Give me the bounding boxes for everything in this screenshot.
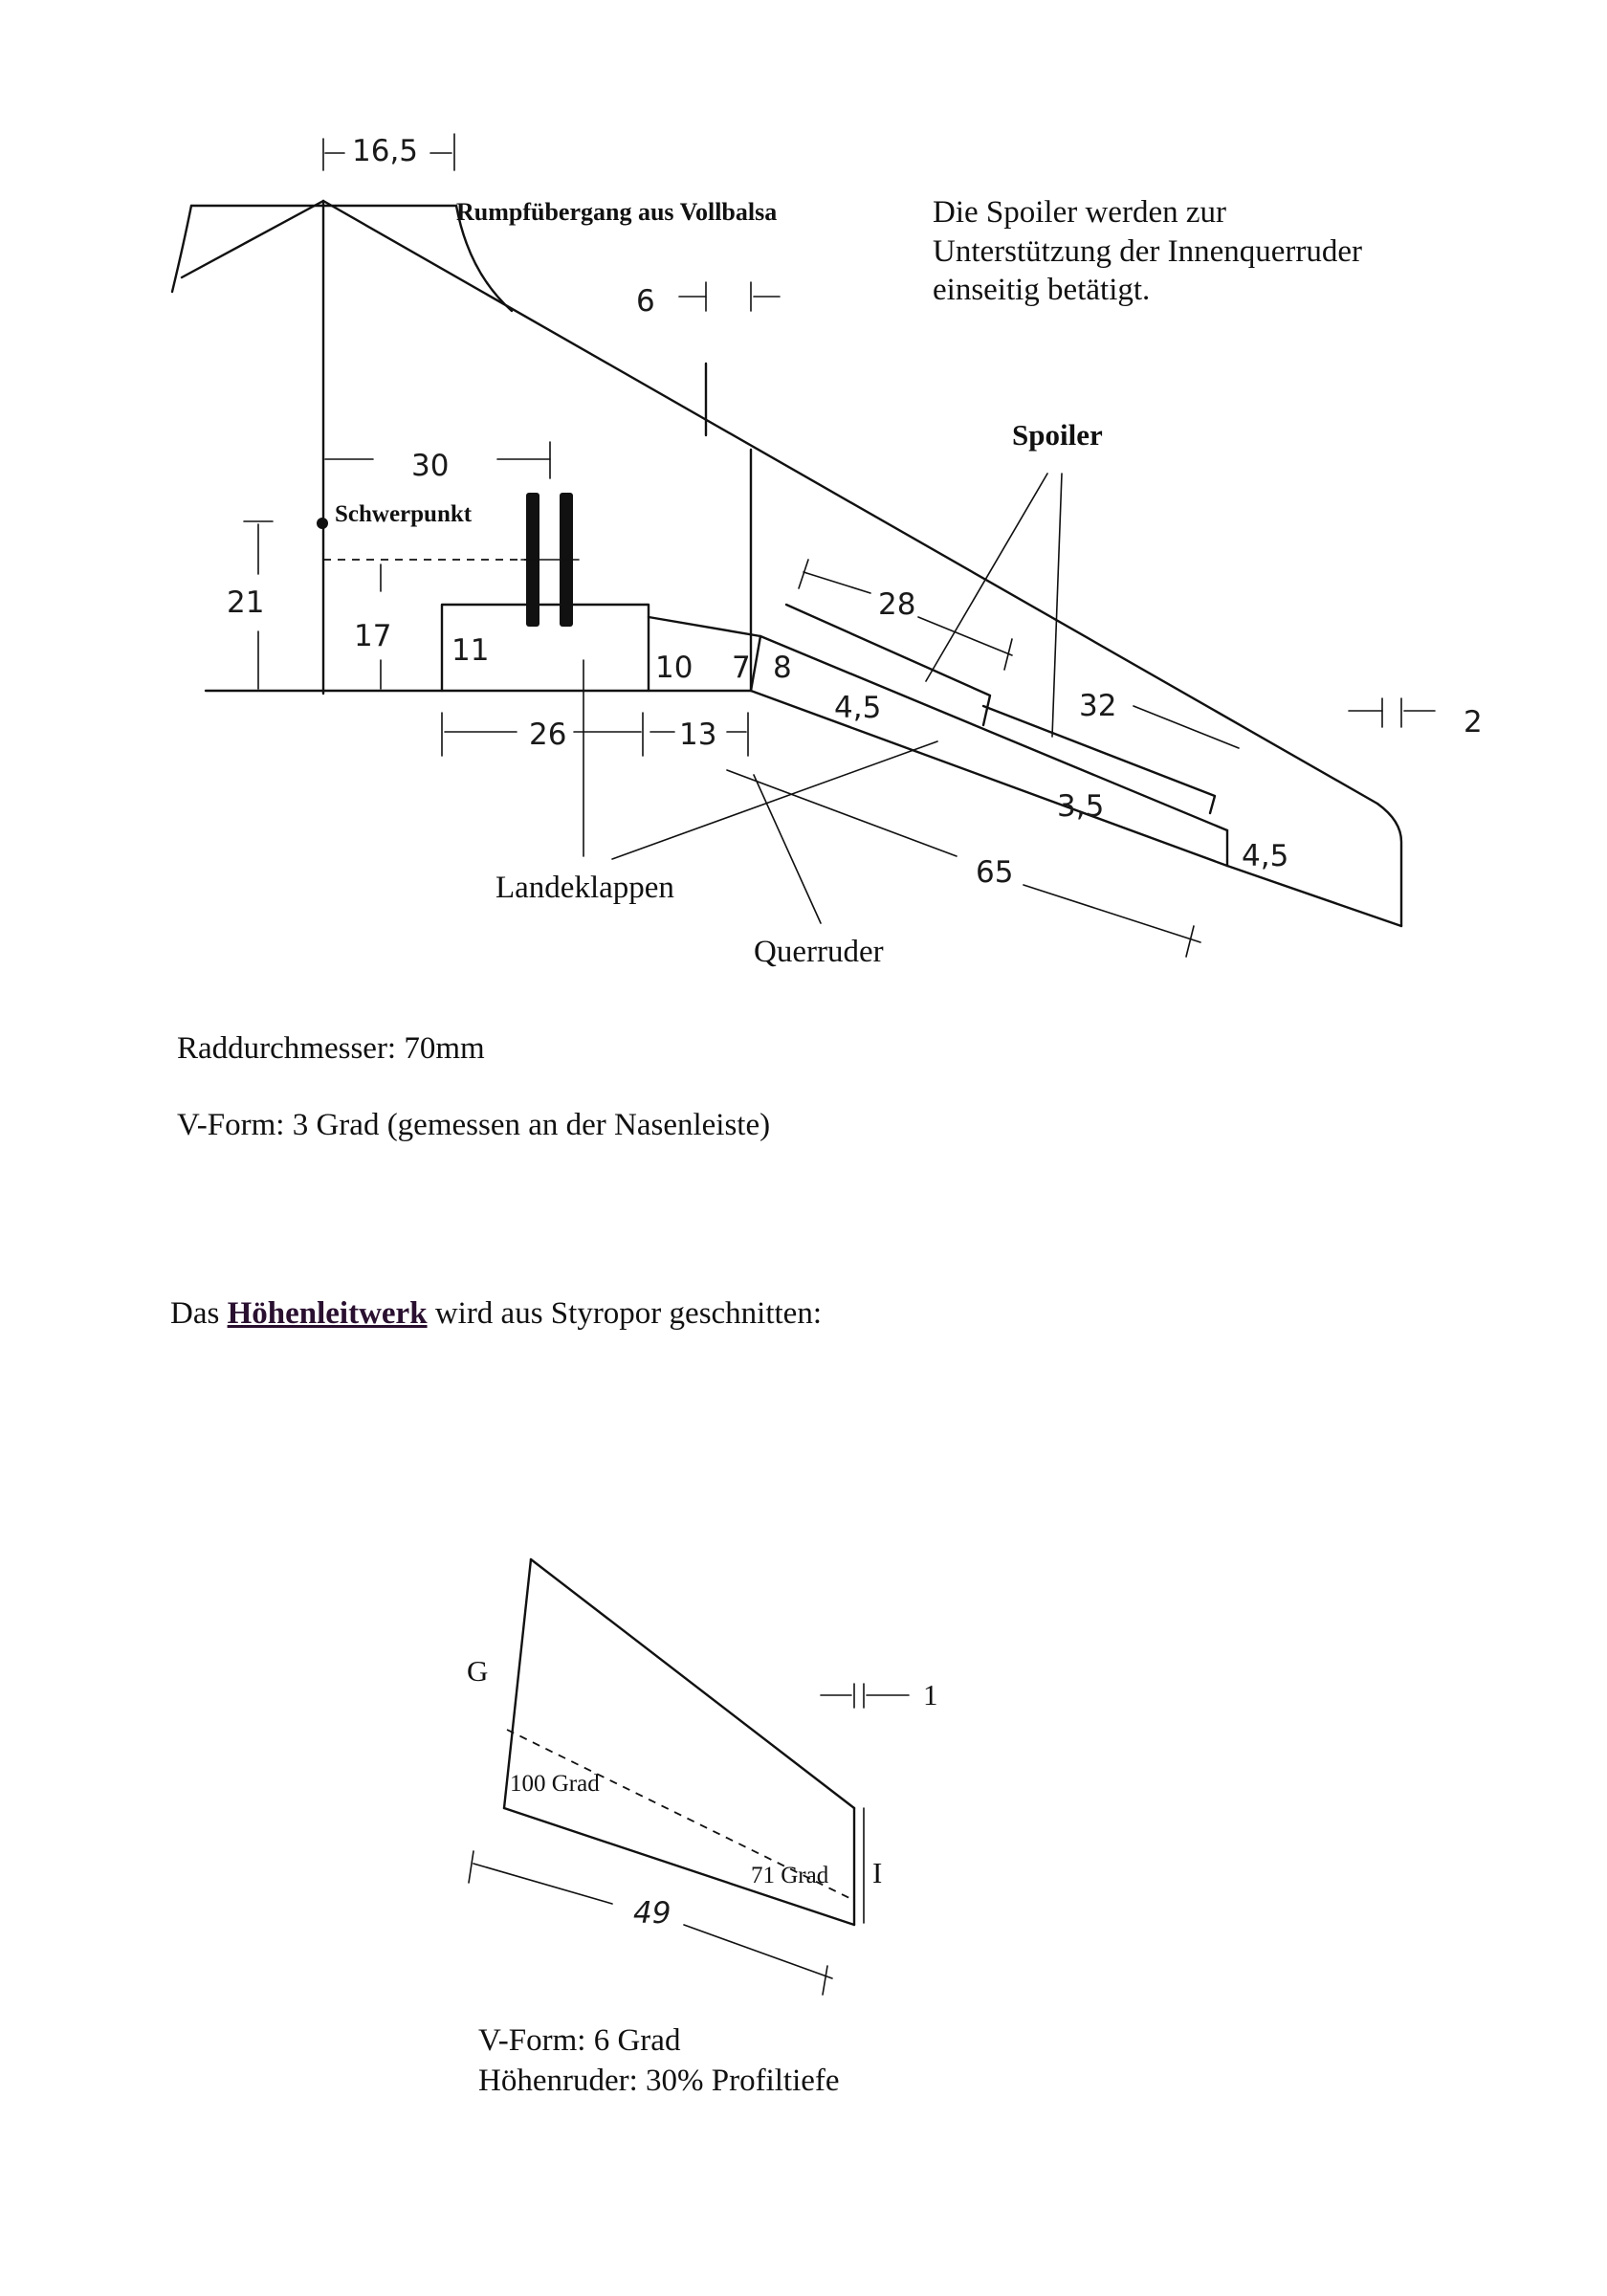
label-leaders: [611, 473, 1063, 924]
tail-dihedral-note: V-Form: 6 Grad: [478, 2023, 681, 2058]
dim-6: 6: [636, 284, 655, 319]
tail-intro-prefix: Das: [170, 1296, 228, 1331]
spoiler-note-line-2: Unterstützung der Innenquerruder: [933, 234, 1362, 269]
label-spoiler: Spoiler: [1012, 418, 1103, 452]
dim-4-5-tip: 4,5: [1242, 839, 1288, 873]
dim-30: 30: [411, 449, 449, 483]
cg-marker: [317, 518, 328, 529]
dimension-lines: [243, 133, 1436, 958]
tail-angle-root: 100 Grad: [510, 1771, 600, 1797]
tail-intro: Das Höhenleitwerk wird aus Styropor gesc…: [170, 1296, 822, 1332]
dim-13: 13: [679, 718, 716, 752]
tail-label-i: I: [872, 1856, 882, 1889]
dim-28: 28: [878, 587, 915, 622]
spoiler-note-line-1: Die Spoiler werden zur: [933, 195, 1226, 230]
dim-2: 2: [1464, 705, 1483, 740]
wing-dihedral-note: V-Form: 3 Grad (gemessen an der Nasenlei…: [177, 1108, 771, 1142]
tail-intro-emphasis: Höhenleitwerk: [227, 1296, 428, 1331]
dim-16-5: 16,5: [352, 134, 418, 168]
tail-dim-span: 49: [633, 1896, 671, 1931]
dim-11: 11: [451, 633, 489, 668]
tail-dim-tip: 1: [923, 1678, 938, 1711]
dim-17: 17: [354, 619, 391, 653]
wheel-diameter-note: Raddurchmesser: 70mm: [177, 1031, 485, 1066]
dim-65: 65: [976, 855, 1013, 890]
dim-26: 26: [529, 718, 566, 752]
dim-21: 21: [227, 585, 264, 620]
dim-32: 32: [1079, 689, 1116, 723]
dim-3-5: 3,5: [1057, 789, 1104, 824]
label-cg: Schwerpunkt: [335, 501, 473, 527]
spoiler-note-line-3: einseitig betätigt.: [933, 273, 1150, 307]
dim-8: 8: [773, 651, 792, 685]
tail-intro-suffix: wird aus Styropor geschnitten:: [427, 1296, 822, 1331]
control-surfaces: [440, 603, 1229, 868]
elevator-note: Höhenruder: 30% Profiltiefe: [478, 2064, 840, 2098]
fuselage-note: Rumpfübergang aus Vollbalsa: [456, 198, 777, 226]
tail-dimensions: [468, 1683, 910, 1996]
tail-outline: [502, 1557, 865, 1927]
label-aileron: Querruder: [754, 935, 884, 969]
dim-7: 7: [732, 651, 751, 685]
dim-4-5-spoiler: 4,5: [834, 691, 881, 725]
label-flaps: Landeklappen: [495, 871, 674, 905]
tail-angle-tip: 71 Grad: [751, 1863, 829, 1888]
tail-label-g: G: [467, 1654, 488, 1688]
dim-10: 10: [655, 651, 693, 685]
wing-outline: [170, 199, 1403, 928]
wheel-icon: [520, 493, 580, 627]
